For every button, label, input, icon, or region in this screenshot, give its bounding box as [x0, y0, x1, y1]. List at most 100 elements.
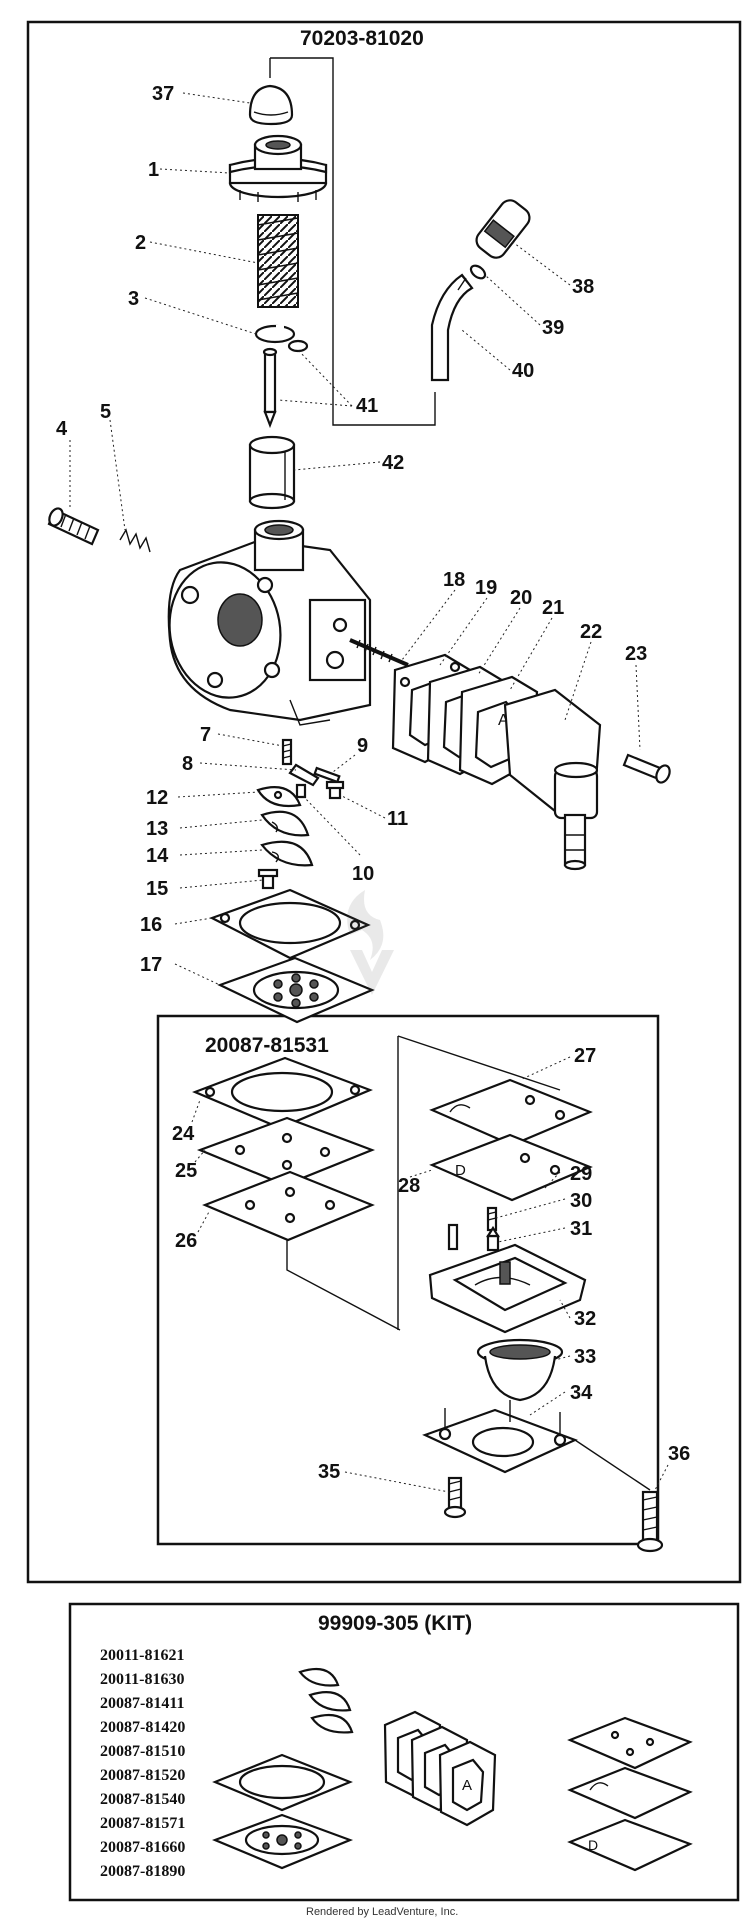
- part-32-body: [428, 1243, 587, 1334]
- part-27-gasket: [429, 1078, 593, 1147]
- callout-13: 13: [146, 818, 168, 840]
- callout-38: 38: [572, 276, 594, 298]
- callout-22: 22: [580, 621, 602, 643]
- kit-part-list: 20011-81621 20011-81630 20087-81411 2008…: [100, 1647, 185, 1880]
- kit-pump-gaskets: D: [567, 1716, 693, 1872]
- callout-31: 31: [570, 1218, 592, 1240]
- footer-credit: Rendered by LeadVenture, Inc.: [306, 1906, 458, 1918]
- callout-42: 42: [382, 452, 404, 474]
- callout-labels: 37 1 2 3 41 4 5 42 18 19 20 21 22 23 38 …: [56, 83, 690, 1483]
- carburetor-body: [167, 519, 372, 726]
- part-23-screw: [622, 753, 671, 784]
- part-1-nut: [228, 134, 328, 202]
- part-36-screw: [636, 1490, 664, 1553]
- leader-lines: [69, 92, 669, 1493]
- kit-part: 20087-81510: [100, 1743, 185, 1760]
- callout-7: 7: [200, 724, 211, 746]
- part-16-gasket: [209, 888, 371, 960]
- part-40-hose: [430, 273, 474, 382]
- callout-4: 4: [56, 418, 68, 440]
- kit-header: 99909-305 (KIT): [318, 1612, 472, 1635]
- callout-36: 36: [668, 1443, 690, 1465]
- kit-part: 20087-81420: [100, 1719, 185, 1736]
- callout-9: 9: [357, 735, 368, 757]
- part-17-diaphragm: [217, 956, 375, 1024]
- part-3-clip: [254, 324, 296, 344]
- part-24-gasket: [192, 1056, 373, 1130]
- callout-26: 26: [175, 1230, 197, 1252]
- callout-3: 3: [128, 288, 139, 310]
- callout-32: 32: [574, 1308, 596, 1330]
- kit-gasket-4: A: [438, 1740, 497, 1827]
- part-35-screw: [443, 1476, 467, 1519]
- callout-19: 19: [475, 577, 497, 599]
- kit-part: 20011-81621: [100, 1647, 184, 1664]
- part-26-diaphragm: [202, 1170, 375, 1242]
- callout-39: 39: [542, 317, 564, 339]
- kit-gasket-1: [212, 1753, 353, 1812]
- callout-12: 12: [146, 787, 168, 809]
- callout-40: 40: [512, 360, 534, 382]
- callout-29: 29: [570, 1163, 592, 1185]
- callout-24: 24: [172, 1123, 195, 1145]
- part-31-valve: [447, 1223, 500, 1252]
- callout-37: 37: [152, 83, 174, 105]
- part-37-cap: [248, 84, 294, 126]
- kit-part: 20087-81890: [100, 1863, 185, 1880]
- callout-8: 8: [182, 753, 193, 775]
- callout-33: 33: [574, 1346, 596, 1368]
- assembly-bracket: [270, 57, 436, 426]
- callout-10: 10: [352, 863, 374, 885]
- main-frame: [26, 20, 742, 1584]
- kit-part: 20011-81630: [100, 1671, 184, 1688]
- part-28-gasket: D: [429, 1133, 593, 1202]
- callout-35: 35: [318, 1461, 340, 1483]
- part-38-filter: [475, 199, 531, 259]
- subkit-frame: [156, 1014, 660, 1546]
- kit-diaphragm: [212, 1813, 354, 1870]
- callout-30: 30: [570, 1190, 592, 1212]
- kit-plates: [298, 1667, 354, 1734]
- callout-34: 34: [570, 1382, 593, 1404]
- part-needle: [262, 347, 278, 429]
- part-22-cover: [503, 688, 602, 871]
- callout-5: 5: [100, 401, 111, 423]
- part-41-ring: [287, 339, 309, 353]
- callout-27: 27: [574, 1045, 596, 1067]
- callout-17: 17: [140, 954, 162, 976]
- callout-2: 2: [135, 232, 146, 254]
- part-18-screw: [349, 638, 409, 667]
- part-4-screw: [47, 507, 100, 546]
- part-7-screw: [281, 738, 293, 766]
- part-15-screw: [257, 868, 279, 890]
- callout-1: 1: [148, 159, 159, 181]
- kit-part: 20087-81520: [100, 1767, 185, 1784]
- kit-part: 20087-81411: [100, 1695, 184, 1712]
- svg-text:A: A: [498, 712, 509, 729]
- callout-28: 28: [398, 1175, 420, 1197]
- part-5-spring: [119, 528, 151, 553]
- part-9-pin: [313, 766, 341, 784]
- callout-14: 14: [146, 845, 169, 867]
- svg-text:D: D: [455, 1162, 466, 1179]
- callout-23: 23: [625, 643, 647, 665]
- kit-part: 20087-81571: [100, 1815, 185, 1832]
- part-11-screw: [325, 780, 345, 800]
- watermark-logo: [347, 890, 394, 995]
- part-13-plate: [260, 810, 310, 837]
- subkit-header: 20087-81531: [205, 1034, 329, 1057]
- part-34-plate: [422, 1400, 578, 1474]
- callout-21: 21: [542, 597, 564, 619]
- callout-25: 25: [175, 1160, 197, 1182]
- callout-16: 16: [140, 914, 162, 936]
- part-33-bulb: [476, 1338, 564, 1402]
- assembly-header: 70203-81020: [300, 27, 424, 50]
- part-8-lever: [288, 763, 320, 787]
- svg-text:A: A: [462, 1777, 472, 1794]
- callout-18: 18: [443, 569, 465, 591]
- callout-20: 20: [510, 587, 532, 609]
- svg-text:D: D: [588, 1837, 598, 1853]
- callout-41: 41: [356, 395, 378, 417]
- part-25-gasket: [196, 1116, 376, 1187]
